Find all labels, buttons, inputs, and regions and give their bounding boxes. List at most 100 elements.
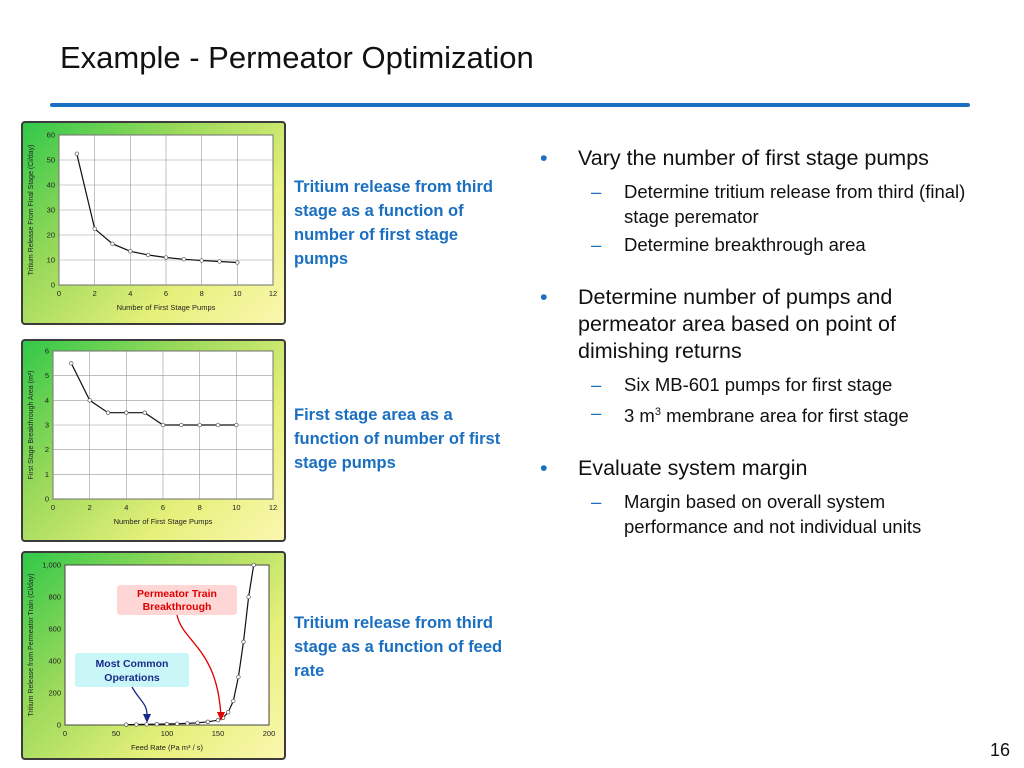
y-tick-label: 0 xyxy=(51,281,55,290)
sub-bullet-text: Determine tritium release from third (fi… xyxy=(624,181,966,227)
y-tick-label: 50 xyxy=(47,156,55,165)
slide-title: Example - Permeator Optimization xyxy=(60,40,534,75)
annotation-label: Breakthrough xyxy=(143,601,212,613)
dash-icon: – xyxy=(591,491,602,513)
caption-1: Tritium release from third stage as a fu… xyxy=(294,178,493,268)
sub-bullet-text: 3 m3 membrane area for first stage xyxy=(624,405,909,427)
x-tick-label: 0 xyxy=(63,729,67,738)
x-tick-label: 8 xyxy=(198,503,202,512)
data-point xyxy=(124,410,129,415)
data-point xyxy=(215,718,221,723)
x-tick-label: 6 xyxy=(164,289,168,298)
data-point xyxy=(179,422,184,428)
bullet-3-text: Evaluate system margin xyxy=(578,456,808,481)
sub-bullet: – Determine tritium release from third (f… xyxy=(540,179,980,229)
y-tick-label: 3 xyxy=(45,421,49,430)
y-tick-label: 6 xyxy=(45,347,49,356)
sub-bullet: –Six MB-601 pumps for first stage xyxy=(540,372,980,397)
dash-icon: – xyxy=(591,402,602,423)
data-point xyxy=(144,722,149,727)
annotation-label: Operations xyxy=(104,672,160,684)
x-axis-label: Number of First Stage Pumps xyxy=(117,303,216,312)
sub-bullet: – Determine breakthrough area xyxy=(540,232,980,257)
x-tick-label: 6 xyxy=(161,503,165,512)
sub-bullet-text: Margin based on overall system performan… xyxy=(624,491,922,538)
y-tick-label: 30 xyxy=(47,206,55,215)
x-tick-label: 4 xyxy=(124,503,128,512)
bullet-1: •Vary the number of first stage pumps xyxy=(540,145,980,172)
bullet-dot-icon: • xyxy=(540,456,548,481)
bullet-list: •Vary the number of first stage pumps – D… xyxy=(540,145,980,539)
data-point xyxy=(226,710,231,715)
x-tick-label: 10 xyxy=(232,503,240,512)
bullet-dot-icon: • xyxy=(540,146,548,170)
data-point xyxy=(235,260,240,265)
x-tick-label: 4 xyxy=(128,289,132,298)
data-point xyxy=(181,257,186,262)
sub-bullet: –Margin based on overall system performa… xyxy=(540,489,980,539)
data-point xyxy=(160,422,166,428)
series-line xyxy=(76,153,238,264)
data-point xyxy=(146,252,151,258)
data-point xyxy=(195,720,200,725)
y-tick-label: 0 xyxy=(57,721,61,730)
x-axis-label: Number of First Stage Pumps xyxy=(114,517,213,526)
bullet-3: • Evaluate system margin xyxy=(540,455,980,482)
y-axis-label: First Stage Breakthrough Area (m²) xyxy=(28,371,35,480)
x-tick-label: 10 xyxy=(233,289,241,298)
x-tick-label: 12 xyxy=(269,503,277,512)
data-point xyxy=(110,241,115,246)
arrowhead-icon xyxy=(143,714,151,723)
data-point xyxy=(241,639,246,644)
data-point xyxy=(205,719,210,724)
data-point xyxy=(87,398,92,403)
data-point xyxy=(234,422,239,428)
caption-3: Tritium release from third stage as a fu… xyxy=(294,614,503,680)
sub-bullet-text: Determine breakthrough area xyxy=(624,234,866,255)
data-point xyxy=(231,698,236,704)
y-tick-label: 400 xyxy=(48,657,61,666)
data-point xyxy=(128,249,133,254)
data-point xyxy=(124,722,129,727)
data-point xyxy=(251,562,256,568)
y-tick-label: 5 xyxy=(45,371,49,380)
y-tick-label: 40 xyxy=(47,181,55,190)
x-tick-label: 0 xyxy=(51,503,55,512)
annotation-label: Permeator Train xyxy=(137,588,217,600)
data-point xyxy=(134,722,139,727)
y-tick-label: 4 xyxy=(45,396,49,405)
arrowhead-icon xyxy=(217,712,225,721)
x-tick-label: 50 xyxy=(112,729,120,738)
title-rule xyxy=(50,103,970,107)
data-point xyxy=(217,259,222,264)
y-axis-label: Tritium Release From Final Stage (Ci/day… xyxy=(28,145,35,276)
y-tick-label: 1,000 xyxy=(42,561,61,570)
x-tick-label: 2 xyxy=(88,503,92,512)
data-point xyxy=(163,255,169,260)
sub-bullet-text: Six MB-601 pumps for first stage xyxy=(624,374,893,395)
data-point xyxy=(236,674,241,680)
bullet-2: • Determine number of pumps and permeator… xyxy=(540,284,980,365)
data-point xyxy=(142,410,147,415)
x-tick-label: 150 xyxy=(212,729,225,738)
y-tick-label: 10 xyxy=(47,256,55,265)
y-tick-label: 800 xyxy=(48,593,61,602)
bullet-dot-icon: • xyxy=(540,285,548,309)
x-tick-label: 12 xyxy=(269,289,277,298)
x-tick-label: 2 xyxy=(93,289,97,298)
data-point xyxy=(105,410,111,415)
dash-icon: – xyxy=(591,181,602,202)
dash-icon: – xyxy=(591,234,602,255)
x-axis-label: Feed Rate (Pa m³ / s) xyxy=(131,743,204,752)
annotation-box xyxy=(117,585,237,615)
data-point xyxy=(197,422,202,428)
bullet-2-text: Determine number of pumps and permeator … xyxy=(578,285,896,363)
annotation-label: Most Common xyxy=(96,658,169,670)
data-point xyxy=(92,226,97,231)
y-tick-label: 200 xyxy=(48,689,61,698)
data-point xyxy=(185,721,190,726)
